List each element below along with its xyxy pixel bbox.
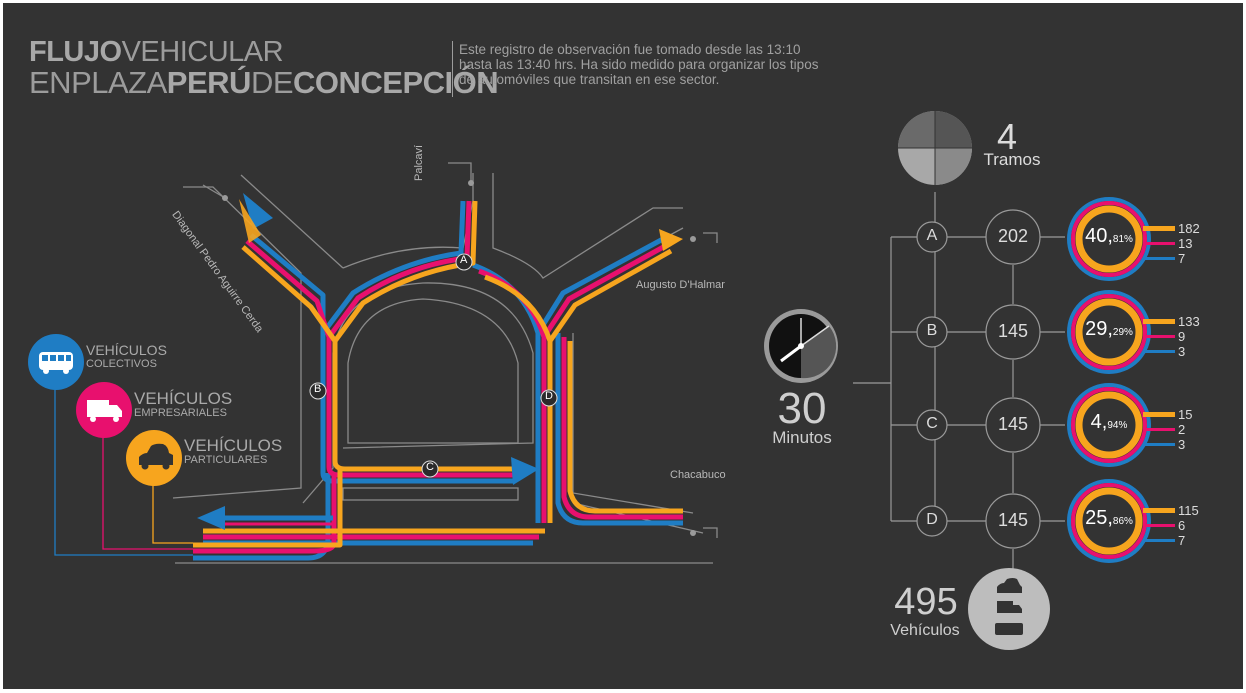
pct-int: 29,	[1085, 318, 1113, 340]
count-colectivos: 3	[1178, 437, 1186, 452]
tramo-count: 145	[997, 414, 1029, 434]
legend-particulares-badge	[126, 430, 182, 486]
title-plaza: PLAZA	[71, 65, 167, 100]
traffic-map	[28, 111, 1175, 650]
description-line-2: hasta las 13:40 hrs. Ha sido medido para…	[459, 57, 819, 72]
street-label-palcavi: Palcaví	[413, 144, 425, 181]
tramos-value: 4	[996, 116, 1018, 157]
legend-line-colectivos	[54, 383, 193, 556]
total-value: 495	[894, 581, 958, 623]
route-label-c: C	[426, 461, 434, 473]
route-particulares	[193, 200, 683, 548]
legend-colectivos-label: VEHÍCULOS COLECTIVOS	[86, 343, 167, 370]
pct-dec: 81%	[1112, 234, 1133, 245]
truck-icon	[997, 601, 1022, 613]
count-particulares: 133	[1178, 314, 1200, 329]
route-arrowheads	[197, 193, 683, 530]
total-vehicles-icon	[968, 568, 1050, 650]
route-marker-b	[309, 382, 327, 400]
tramo-letter: D	[926, 511, 938, 528]
pct-int: 4,	[1090, 411, 1108, 433]
count-colectivos: 3	[1178, 344, 1186, 359]
tramo-letter: A	[926, 227, 938, 244]
count-empresariales: 6	[1178, 518, 1186, 533]
title-bold-flujo: FLUJO	[29, 36, 122, 68]
tramo-letter: B	[926, 322, 938, 339]
title-concepcion: CONCEPCIÓN	[293, 65, 499, 100]
tree-connectors	[853, 192, 1065, 573]
type-bars	[1143, 226, 1175, 542]
tramo-count: 145	[997, 321, 1029, 341]
time-value: 30	[777, 384, 827, 433]
title-light-vehicular: VEHICULAR	[121, 36, 284, 68]
bus-icon	[995, 623, 1023, 635]
tramo-count: 202	[997, 226, 1029, 246]
car-icon	[997, 578, 1022, 593]
legend-particulares-sub: PARTICULARES	[184, 454, 268, 466]
tramos-label: Tramos	[983, 150, 1041, 169]
count-empresariales: 13	[1178, 236, 1193, 251]
title-peru: PERÚ	[166, 65, 252, 100]
title-de: DE	[250, 65, 294, 100]
ring-a	[1067, 197, 1151, 281]
count-empresariales: 9	[1178, 329, 1186, 344]
clock-icon	[764, 309, 838, 383]
legend-colectivos-badge	[28, 334, 84, 390]
route-marker-c	[421, 460, 439, 478]
tramo-circles	[916, 209, 1041, 549]
description-line-3: de automóviles que transitan en ese sect…	[459, 72, 720, 87]
pct-dec: 94%	[1107, 420, 1128, 431]
title-en: EN	[29, 65, 72, 100]
tramo-percentage: 25,86%	[1075, 507, 1143, 530]
legend-colectivos-sub: COLECTIVOS	[86, 358, 157, 370]
bus-icon	[39, 352, 73, 374]
count-empresariales: 2	[1178, 422, 1186, 437]
pct-int: 40,	[1085, 225, 1113, 247]
route-label-a: A	[460, 254, 468, 266]
legend-line-empresariales	[102, 433, 193, 550]
tramos-pie-icon	[898, 111, 972, 185]
legend-empresariales-title: VEHÍCULOS	[134, 389, 233, 408]
tramo-percentage: 40,81%	[1075, 225, 1143, 248]
count-colectivos: 7	[1178, 533, 1186, 548]
truck-icon	[87, 400, 122, 422]
count-colectivos: 7	[1178, 251, 1186, 266]
car-icon	[139, 443, 173, 470]
ring-b	[1067, 290, 1151, 374]
title-divider	[452, 41, 453, 97]
pct-dec: 86%	[1112, 516, 1133, 527]
legend-line-particulares	[152, 481, 193, 544]
description-line-1: Este registro de observación fue tomado …	[459, 42, 801, 57]
street-label-chacabuco: Chacabuco	[670, 469, 726, 481]
legend-empresariales-badge	[76, 382, 132, 438]
percentage-rings	[1067, 197, 1151, 563]
description: Este registro de observación fue tomado …	[459, 42, 879, 87]
pct-int: 25,	[1085, 507, 1113, 529]
legend-particulares-label: VEHÍCULOS PARTICULARES	[184, 437, 282, 466]
total-label: Vehículos	[890, 622, 960, 639]
route-marker-d	[540, 389, 558, 407]
legend-empresariales-sub: EMPRESARIALES	[134, 407, 227, 419]
count-particulares: 182	[1178, 221, 1200, 236]
route-label-d: D	[545, 390, 553, 402]
count-particulares: 115	[1178, 503, 1199, 518]
route-marker-a	[455, 253, 473, 271]
tramo-letter: C	[926, 415, 938, 432]
street-endpoint-dots	[222, 180, 696, 536]
infographic-canvas: FLUJOVEHICULAR ENPLAZAPERÚDECONCEPCIÓN E…	[3, 3, 1243, 689]
route-label-b: B	[314, 383, 322, 395]
time-label: Minutos	[772, 428, 832, 447]
ring-c	[1067, 383, 1151, 467]
page-title: FLUJOVEHICULAR ENPLAZAPERÚDECONCEPCIÓN	[29, 36, 499, 100]
street-label-augusto: Augusto D'Halmar	[636, 279, 725, 291]
count-particulares: 15	[1178, 407, 1193, 422]
legend-colectivos-title: VEHÍCULOS	[86, 342, 167, 358]
pct-dec: 29%	[1112, 327, 1133, 338]
legend-particulares-title: VEHÍCULOS	[184, 436, 283, 455]
tramo-percentage: 4,94%	[1075, 411, 1143, 434]
tramo-count: 145	[997, 510, 1029, 530]
legend-empresariales-label: VEHÍCULOS EMPRESARIALES	[134, 390, 232, 419]
tramo-percentage: 29,29%	[1075, 318, 1143, 341]
ring-d	[1067, 479, 1151, 563]
